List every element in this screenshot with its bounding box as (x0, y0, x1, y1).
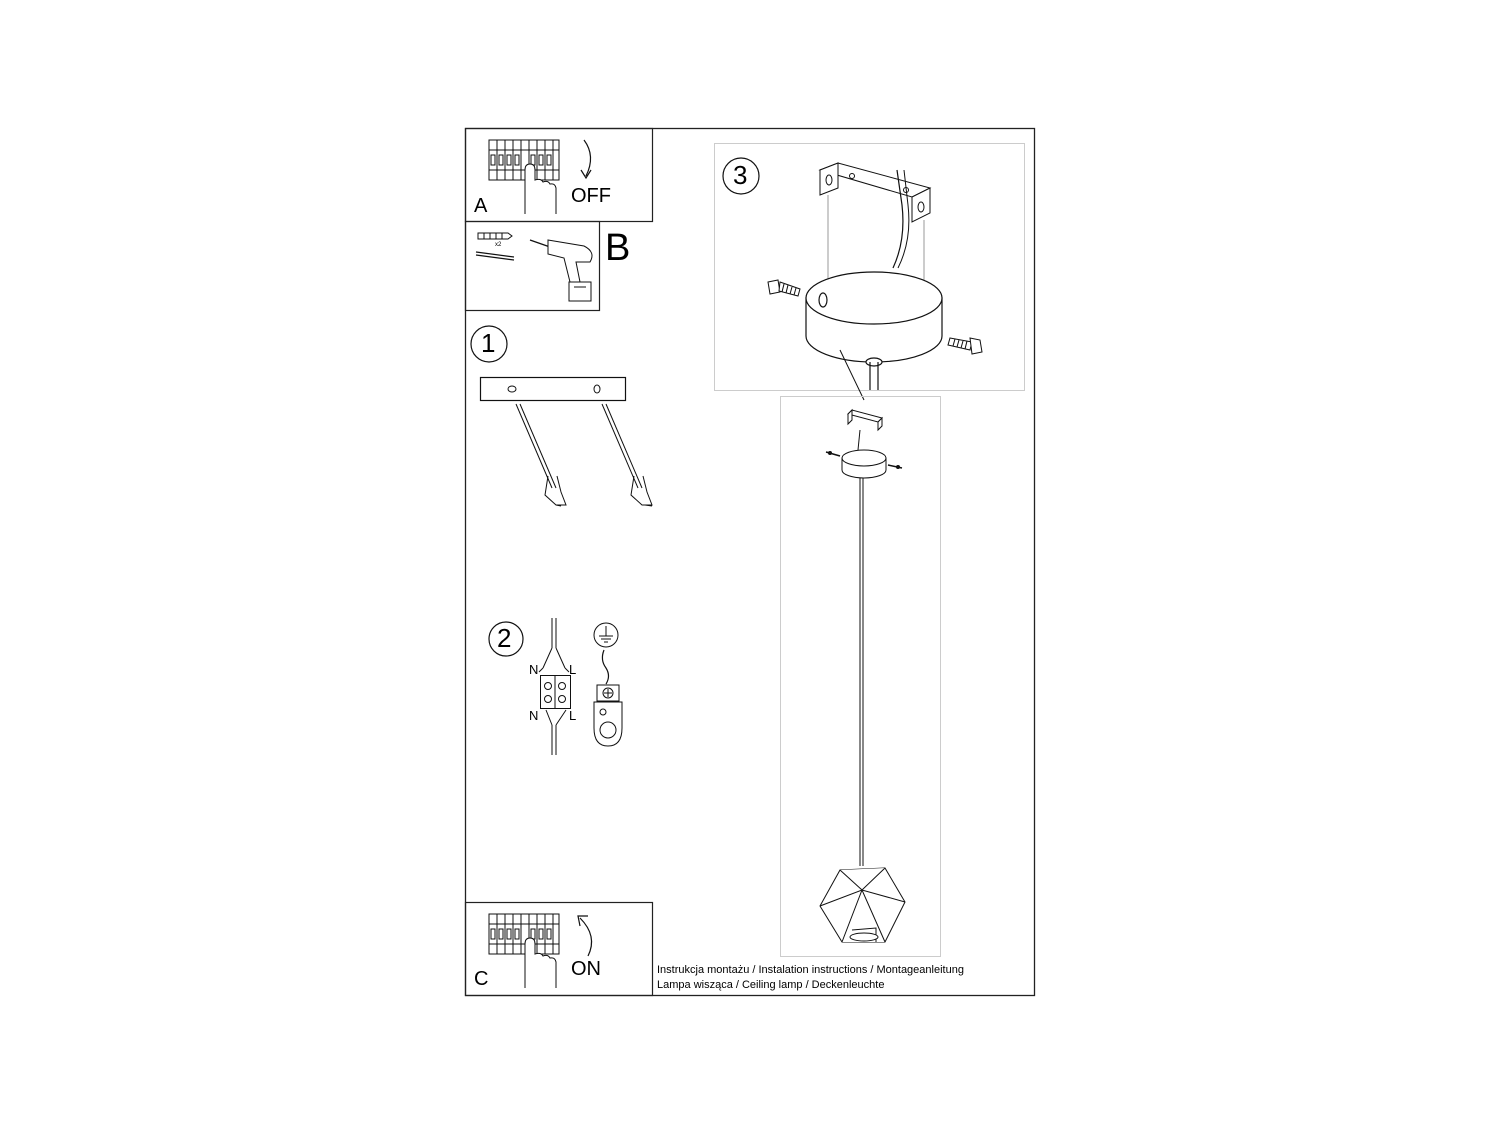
step-1-badge (470, 325, 508, 363)
earth-wire (601, 649, 610, 685)
live-label-bottom: L (569, 708, 577, 723)
small-canopy-icon (841, 429, 887, 479)
step-1 (470, 325, 653, 507)
step-2-number: 2 (497, 623, 512, 653)
canopy-icon (805, 271, 943, 390)
wiring-diagram (538, 618, 571, 755)
screw-left-icon (767, 279, 801, 297)
lamp-assembly (780, 396, 941, 957)
panel-a (464, 127, 654, 223)
anchor-screw-left-icon (515, 403, 567, 507)
small-bracket-icon (847, 408, 883, 432)
anchor-screw-right-icon (601, 403, 653, 507)
panel-b (464, 220, 601, 312)
mounting-bracket-icon (818, 162, 932, 310)
breaker-box-icon (488, 139, 560, 181)
panel-a-off-label: OFF (571, 185, 611, 207)
step-2-badge (488, 621, 524, 657)
hand-icon (524, 163, 557, 214)
outer-frame (464, 127, 1036, 997)
caption-line-1: Instrukcja montażu / Instalation instruc… (657, 964, 964, 976)
screw-right-icon (947, 337, 983, 355)
step-3-detail (714, 143, 1025, 401)
panel-b-qty: x2 (495, 242, 502, 248)
caption-line-2: Lampa wisząca / Ceiling lamp / Deckenleu… (657, 979, 885, 991)
step-1-number: 1 (481, 328, 496, 358)
neutral-label-top: N (529, 662, 539, 677)
step-2 (488, 618, 623, 755)
arrow-up-icon (579, 917, 593, 957)
arrow-down-icon (583, 139, 592, 177)
neutral-label-bottom: N (529, 708, 539, 723)
wall-plug-icon (477, 232, 513, 240)
step-3-badge (722, 157, 760, 195)
panel-c-on-label: ON (571, 958, 601, 980)
hand-on-icon (524, 937, 557, 988)
geometric-shade-icon (819, 867, 906, 943)
panel-a-letter: A (474, 195, 488, 217)
breaker-box-on-icon (488, 913, 560, 955)
earth-terminal-icon (593, 684, 623, 747)
panel-b-letter: B (605, 227, 631, 269)
supply-cable (892, 169, 904, 269)
ceiling-bar (479, 376, 627, 402)
ground-symbol-icon (593, 622, 619, 648)
panel-c (464, 901, 654, 997)
step-3-number: 3 (733, 160, 748, 190)
drill-icon (529, 239, 593, 302)
live-label-top: L (569, 662, 577, 677)
screw-icon (475, 251, 515, 261)
panel-c-letter: C (474, 968, 489, 990)
